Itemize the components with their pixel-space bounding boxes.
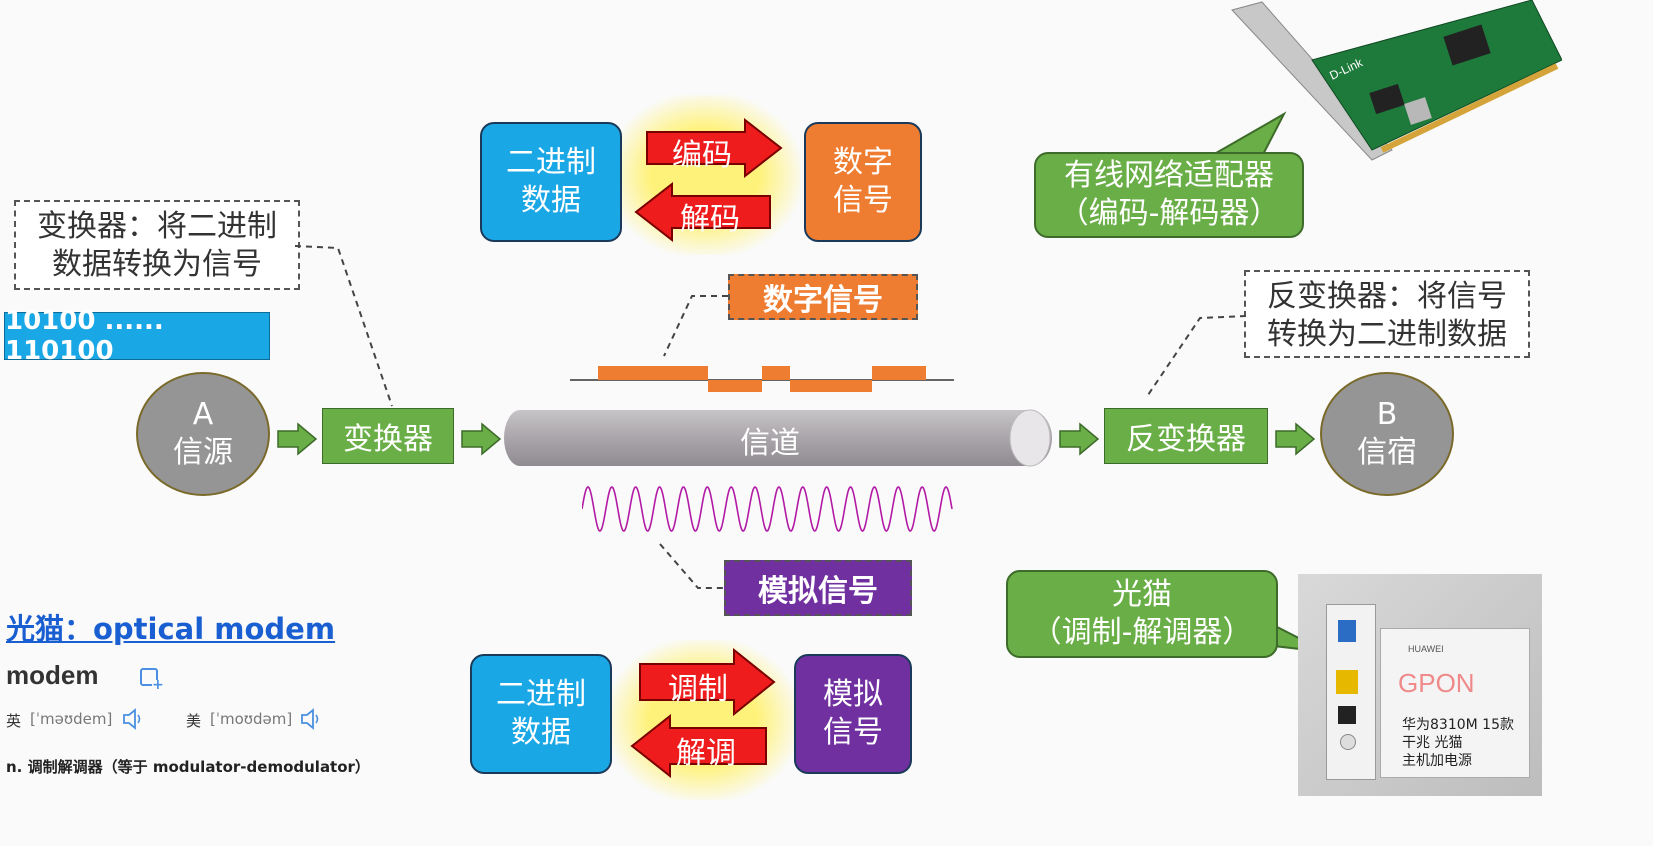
digital-tag-leader: [663, 295, 728, 357]
digital-waveform: [570, 366, 954, 392]
nic-callout: 有线网络适配器 （编码-解码器）: [1034, 152, 1304, 238]
arrow-channel-inverse: [1059, 422, 1100, 456]
encode-label: 编码: [672, 138, 732, 173]
bitstring-label: 10100 ...... 110100: [4, 306, 270, 366]
digital-signal-tag: 数字信号: [728, 274, 918, 320]
dictionary-word: modem: [6, 660, 99, 690]
arrow-inverse-sink: [1275, 422, 1316, 456]
modem-brand: HUAWEI: [1408, 644, 1444, 654]
dictionary-heading[interactable]: 光猫：optical modem: [6, 612, 336, 646]
analog-signal-tag: 模拟信号: [724, 560, 912, 616]
sink-label: 信宿: [1357, 435, 1417, 470]
converter-note-leader: [294, 245, 393, 407]
inverse-converter-note: 反变换器：将信号 转换为二进制数据: [1244, 270, 1530, 358]
channel-cylinder: [504, 409, 1052, 467]
modem-button: [1340, 734, 1356, 750]
add-to-wordbook-icon[interactable]: +: [140, 668, 164, 692]
source-node: A 信源: [136, 372, 270, 496]
binary-data-box-top: 二进制 数据: [480, 122, 622, 242]
uk-ipa: [ˈməʊdem]: [30, 710, 113, 728]
modem-text-3: 主机加电源: [1402, 753, 1472, 769]
inverse-converter-box: 反变换器: [1104, 408, 1268, 464]
decode-arrow: [634, 182, 771, 242]
modem-text-2: 干兆 光猫: [1402, 735, 1463, 751]
us-label: 美: [186, 712, 202, 730]
digital-signal-box-top: 数字 信号: [804, 122, 922, 242]
modem-front: [1380, 628, 1530, 778]
arrow-converter-channel: [461, 422, 502, 456]
modem-port-yellow: [1336, 670, 1358, 694]
modem-callout: 光猫 （调制-解调器）: [1006, 570, 1278, 658]
dictionary-definition: n. 调制解调器（等于 modulator-demodulator）: [6, 758, 370, 776]
sink-node: B 信宿: [1320, 372, 1454, 496]
analog-waveform: [582, 486, 953, 532]
modem-port-blue: [1338, 620, 1356, 642]
source-letter: A: [192, 397, 214, 432]
binary-data-box-bottom: 二进制 数据: [470, 654, 612, 774]
uk-speaker-icon[interactable]: [122, 708, 142, 730]
sink-letter: B: [1376, 397, 1398, 432]
analog-signal-box-bottom: 模拟 信号: [794, 654, 912, 774]
source-label: 信源: [173, 435, 233, 470]
encode-arrow: [646, 118, 783, 178]
demodulate-arrow: [630, 714, 767, 778]
converter-box: 变换器: [322, 408, 454, 464]
modem-model-big: GPON: [1398, 668, 1475, 698]
arrow-source-converter: [277, 422, 318, 456]
network-card-image: D-Link: [1231, 0, 1562, 161]
analog-tag-leader: [659, 543, 726, 589]
converter-note: 变换器：将二进制 数据转换为信号: [14, 200, 300, 290]
modulate-label: 调制: [668, 672, 728, 707]
demodulate-label: 解调: [676, 736, 736, 771]
decode-label: 解码: [680, 202, 740, 237]
modulate-arrow: [639, 648, 776, 717]
us-speaker-icon[interactable]: [300, 708, 320, 730]
inverse-note-leader: [1145, 315, 1247, 399]
us-ipa: [ˈmoʊdəm]: [210, 710, 293, 728]
modem-text-1: 华为8310M 15款: [1402, 717, 1514, 733]
optical-modem-image: HUAWEI GPON 华为8310M 15款 干兆 光猫 主机加电源: [1298, 574, 1542, 796]
channel-label: 信道: [740, 426, 800, 461]
modem-port-black: [1338, 706, 1356, 724]
uk-label: 英: [6, 712, 22, 730]
